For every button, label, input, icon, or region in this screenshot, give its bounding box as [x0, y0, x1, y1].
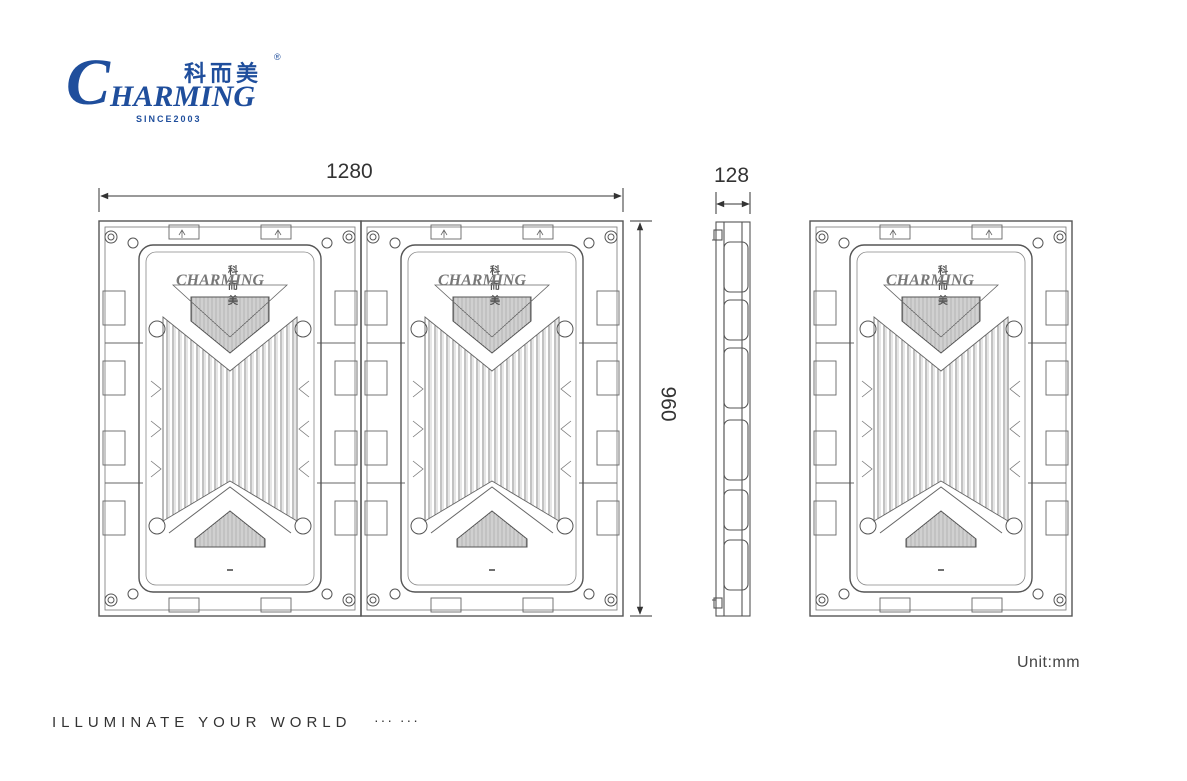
- height-dimension-label: 960: [656, 386, 680, 422]
- logo-chinese-name: 科而美: [184, 62, 263, 87]
- registered-mark: ®: [274, 52, 281, 62]
- logo-wordmark: HARMING: [110, 80, 256, 113]
- logo-since-text: SINCE2003: [136, 114, 202, 124]
- panel-logo-cn: 科而美: [938, 266, 950, 307]
- slogan-dots: ··· ···: [374, 712, 420, 728]
- panel-logo-word: CHARMING: [438, 272, 527, 289]
- depth-dimension-line: [715, 192, 751, 214]
- panel-logo-cn: 科而美: [490, 266, 502, 307]
- panel-logo-word: CHARMING: [886, 272, 975, 289]
- width-dimension-line: [98, 188, 624, 212]
- unit-label: Unit:mm: [1017, 654, 1081, 671]
- depth-dimension-label: 128: [714, 164, 750, 187]
- height-dimension-line: [630, 220, 652, 617]
- slogan-text: ILLUMINATE YOUR WORLD: [52, 714, 352, 731]
- width-dimension-label: 1280: [326, 160, 373, 183]
- panel-logo-cn: 科而美: [228, 266, 240, 307]
- logo-letter: C: [66, 46, 111, 119]
- panel-logo-word: CHARMING: [176, 272, 265, 289]
- cabinet-side-view: [712, 221, 751, 617]
- brand-logo: C HARMING 科而美 ® SINCE2003: [66, 48, 296, 128]
